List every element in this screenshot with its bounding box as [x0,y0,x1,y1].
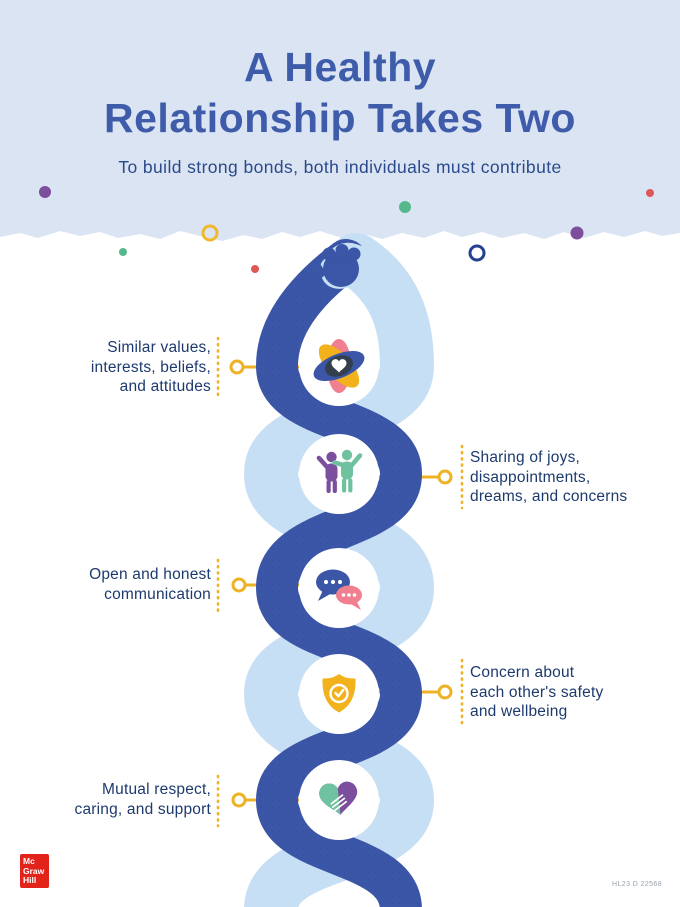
confetti-dots [39,186,654,273]
logo-line: Mc [23,856,35,866]
callout-sharing-joys: Sharing of joys, disappointments, dreams… [470,448,627,507]
logo-line: Graw [23,865,45,876]
dark-ribbon-texture [255,239,423,907]
confetti-dot [201,224,219,242]
page-subtitle: To build strong bonds, both individuals … [118,157,562,177]
clasped-hands-icon [310,242,376,289]
atom-heart-icon [313,339,365,393]
document-code: HL23 D 22568 [612,881,662,888]
connector-ring [437,684,453,700]
callout-line: and wellbeing [470,703,568,720]
page-title-line1: A Healthy [243,44,437,90]
callout-line: and attitudes [119,378,211,395]
callout-line: disappointments, [470,468,591,486]
confetti-dot [399,201,411,213]
confetti-dot [646,189,654,197]
callout-line: caring, and support [74,800,211,818]
callout-line: Mutual respect, [102,781,211,798]
connector-ring [229,359,245,375]
header-background [0,0,680,250]
callout-open-communication: Open and honest communication [89,565,211,604]
confetti-dot [119,248,127,256]
confetti-dot [39,186,51,198]
mcgraw-hill-logo: Mc Graw Hill [20,854,49,888]
connector-ring [437,469,453,485]
connector-ring [231,577,247,593]
confetti-dot [570,226,584,240]
callout-line: Concern about [470,664,575,681]
logo-line: Hill [23,875,37,885]
callout-line: Open and honest [89,566,211,583]
shield-check-icon [322,674,356,713]
callout-similar-values: Similar values, interests, beliefs, and … [91,338,211,397]
connector-ring [231,792,247,808]
callout-line: Similar values, [107,339,211,356]
callout-mutual-respect: Mutual respect, caring, and support [75,780,212,819]
callout-line: interests, beliefs, [90,358,211,376]
light-ribbon [243,233,435,907]
page-title-line2: Relationship Takes Two [104,95,576,141]
callout-safety-wellbeing: Concern about each other's safety and we… [470,663,603,722]
callout-line: dreams, and concerns [470,488,628,505]
callout-line: Sharing of joys, [470,449,581,466]
two-people-icon [316,449,363,493]
confetti-dot [468,244,486,262]
speech-bubbles-icon [316,569,362,610]
heart-hands-icon [319,781,358,815]
callout-line: communication [104,585,211,603]
header: A Healthy Relationship Takes Two To buil… [0,42,680,178]
confetti-dot [251,265,259,273]
callout-line: each other's safety [470,683,604,701]
